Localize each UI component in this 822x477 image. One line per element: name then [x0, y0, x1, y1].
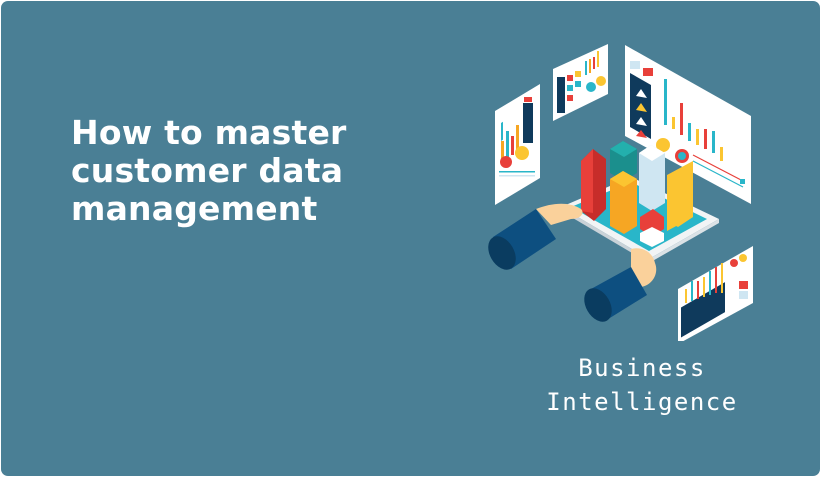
- caption-line-2: Intelligence: [546, 388, 738, 416]
- bar-columns-icon: [581, 141, 693, 247]
- hands-icon: [488, 203, 657, 322]
- chart-panel-icon: [625, 45, 751, 204]
- business-intelligence-illustration: [488, 44, 753, 341]
- chart-panel-icon: [553, 44, 608, 121]
- title-line-3: management: [71, 189, 318, 228]
- caption-line-1: Business: [578, 354, 706, 382]
- title-line-1: How to master: [71, 113, 347, 152]
- title-line-2: customer data: [71, 151, 344, 190]
- category-label: Business Intelligence: [517, 351, 767, 419]
- article-title[interactable]: How to master customer data management: [71, 114, 347, 228]
- chart-panel-icon: [495, 84, 540, 205]
- chart-panel-icon: [678, 246, 753, 341]
